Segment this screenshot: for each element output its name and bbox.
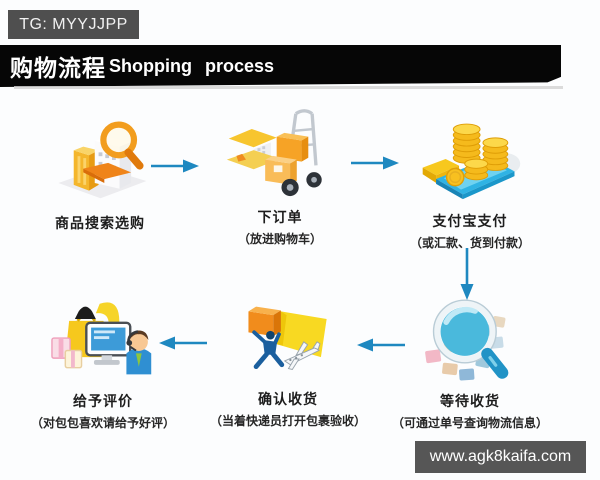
coins-bankcard-icon	[370, 110, 570, 202]
step-sublabel: （当着快递员打开包裹验收）	[209, 414, 366, 428]
title-bar-shadow	[14, 86, 563, 89]
tg-banner-text: TG: MYYJJPP	[19, 15, 128, 33]
arrow-left-step4-step5-icon	[356, 337, 406, 358]
tg-banner: TG: MYYJJPP	[8, 10, 139, 39]
step-confirm-receipt: 确认收货 （当着快递员打开包裹验收）	[188, 298, 388, 429]
arrow-down-step3-step4-icon	[459, 247, 475, 306]
step-give-review: 给予评价 （对包包喜欢请给予好评）	[3, 296, 203, 431]
step-label: 下订单	[257, 209, 303, 225]
site-banner: www.agk8kaifa.com	[415, 441, 586, 473]
step-product-search: 商品搜索选购	[0, 112, 200, 236]
review-computer-agent-icon	[3, 296, 203, 382]
step-place-order: 下订单 （放进购物车）	[180, 106, 380, 247]
arrow-left-step5-step6-icon	[158, 335, 208, 356]
step-wait-delivery: 等待收货 （可通过单号查询物流信息）	[370, 296, 570, 431]
hand-truck-boxes-icon	[180, 106, 380, 198]
step-sublabel: （或汇款、货到付款）	[409, 236, 530, 250]
step-sublabel: （对包包喜欢请给予好评）	[30, 416, 175, 430]
page-title-zh: 购物流程	[10, 55, 106, 81]
step-sublabel: （可通过单号查询物流信息）	[391, 416, 548, 430]
courier-unbox-plane-icon	[188, 298, 388, 380]
step-label: 确认收货	[258, 391, 318, 407]
step-label: 给予评价	[73, 393, 133, 409]
step-label: 商品搜索选购	[55, 215, 145, 231]
arrow-right-step1-step2-icon	[150, 158, 200, 179]
site-banner-text: www.agk8kaifa.com	[429, 448, 572, 465]
step-alipay-payment: 支付宝支付 （或汇款、货到付款）	[370, 110, 570, 251]
step-label: 等待收货	[440, 393, 500, 409]
building-search-icon	[0, 112, 200, 204]
arrow-right-step2-step3-icon	[350, 155, 400, 176]
logistics-magnifier-icon	[370, 296, 570, 382]
step-sublabel: （放进购物车）	[237, 232, 322, 246]
title-bar: 购物流程 Shopping process	[0, 45, 561, 87]
step-label: 支付宝支付	[432, 213, 508, 229]
page-title-en: Shopping process	[109, 55, 275, 76]
